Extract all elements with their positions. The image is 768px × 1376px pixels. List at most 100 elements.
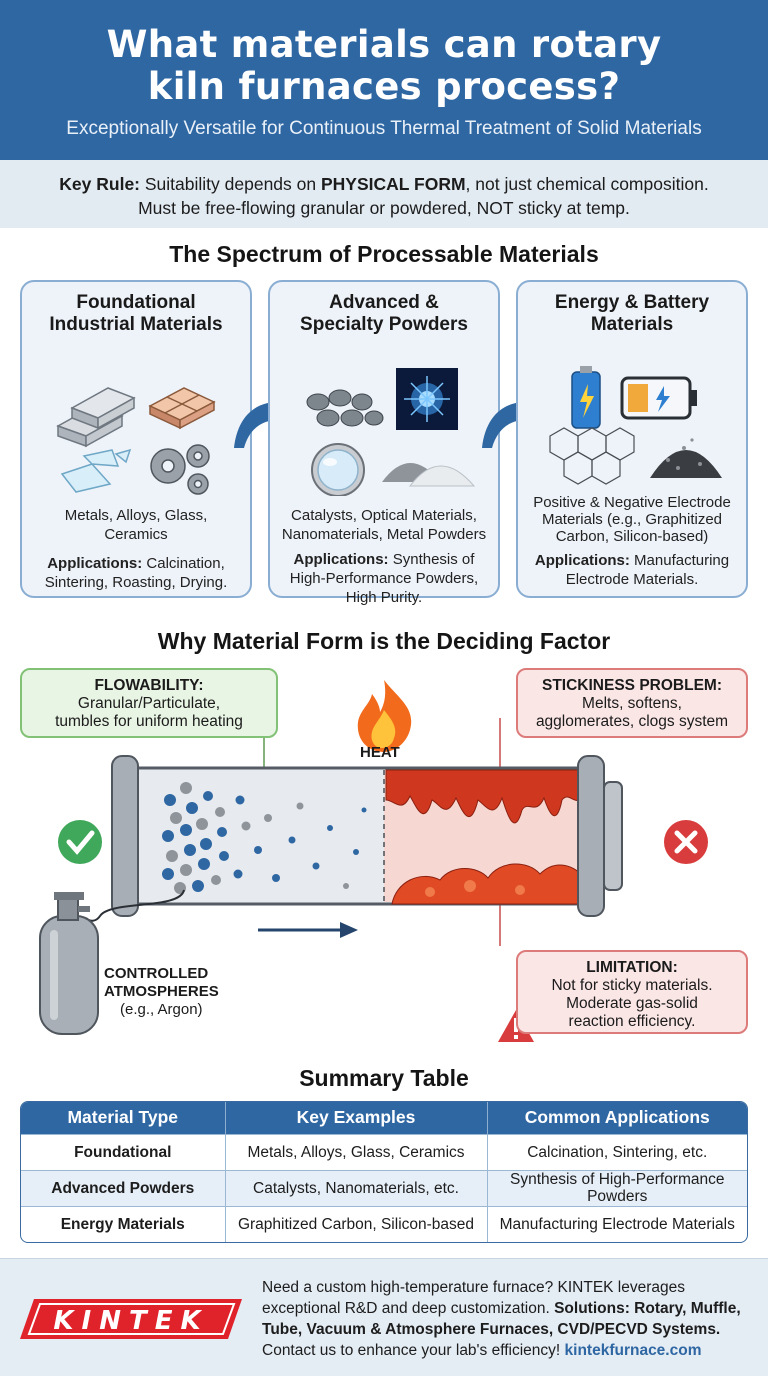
apps-text: Manufacturing Electrode Materials. xyxy=(565,552,730,588)
table-header-row: Material Type Key Examples Common Applic… xyxy=(21,1102,747,1134)
card-title-line: Foundational xyxy=(76,292,196,313)
x-icon xyxy=(664,820,708,864)
logo-text: KINTEK xyxy=(53,1306,208,1336)
metal-powder-icon xyxy=(382,463,476,487)
heat-label: HEAT xyxy=(360,744,400,761)
graphene-lattice-icon xyxy=(549,427,635,485)
table-cell: Energy Materials xyxy=(21,1205,226,1242)
summary-heading: Summary Table xyxy=(299,1065,469,1091)
stickiness-callout: STICKINESS PROBLEM: Melts, softens, aggl… xyxy=(516,668,748,738)
rotary-kiln-tube xyxy=(111,755,623,917)
card-title-line: Energy & Battery xyxy=(554,292,710,313)
callout-text: Melts, softens, xyxy=(582,695,682,712)
callout-text: Moderate gas-solid xyxy=(566,995,698,1012)
callout-text: Not for sticky materials. xyxy=(551,977,713,994)
catalyst-pellets-icon xyxy=(306,368,476,496)
footer-solutions: Solutions: Rotary, Muffle, Tube, Vacuum … xyxy=(262,1300,741,1338)
callout-title: LIMITATION: xyxy=(586,959,678,976)
atmosphere-label: CONTROLLED ATMOSPHERES (e.g., Argon) xyxy=(104,965,219,1019)
callout-text: reaction efficiency. xyxy=(568,1013,696,1030)
gas-cylinder-icon xyxy=(39,889,185,1035)
column-header: Common Applications xyxy=(487,1102,747,1134)
callout-text: tumbles for uniform heating xyxy=(55,713,243,730)
key-rule-label: Key Rule: xyxy=(59,174,141,194)
title-line-2: kiln furnaces process? xyxy=(147,65,621,108)
card-applications: Applications: Calcination, Sintering, Ro… xyxy=(22,554,250,592)
key-rule-emphasis: PHYSICAL FORM xyxy=(320,174,466,194)
card-icons xyxy=(22,336,250,506)
card-title: Energy & Battery Materials xyxy=(518,292,746,336)
check-icon xyxy=(58,820,102,864)
footer-line: Need a custom high-temperature furnace? … xyxy=(262,1279,686,1317)
flame-icon xyxy=(357,680,412,752)
footer-line: Contact us to enhance your lab's efficie… xyxy=(262,1342,565,1359)
card-foundational: Foundational Industrial Materials xyxy=(20,280,252,598)
footer-text: Need a custom high-temperature furnace? … xyxy=(262,1277,758,1361)
card-applications: Applications: Synthesis of High-Performa… xyxy=(270,550,498,607)
carbon-powder-icon xyxy=(650,438,722,478)
card-icons xyxy=(270,336,498,506)
page-subtitle: Exceptionally Versatile for Continuous T… xyxy=(66,118,702,139)
kiln-diagram xyxy=(39,680,708,1042)
card-energy: Energy & Battery Materials xyxy=(516,280,748,598)
apps-text: Synthesis of High-Performance Powders, H… xyxy=(289,551,479,606)
callout-text: Granular/Particulate, xyxy=(77,695,221,712)
card-title-line: Materials xyxy=(590,314,674,335)
card-materials: Positive & Negative Electrode Materials … xyxy=(533,494,731,545)
spectrum-heading: The Spectrum of Processable Materials xyxy=(169,241,599,267)
apps-text: Calcination, Sintering, Roasting, Drying… xyxy=(44,555,228,591)
ceramic-tiles-icon xyxy=(148,387,216,430)
key-rule-text: Suitability depends on xyxy=(140,174,321,194)
table-cell: Graphitized Carbon, Silicon-based xyxy=(225,1205,488,1242)
key-rule-text-end: , not just chemical composition. xyxy=(465,174,709,194)
table-cell: Manufacturing Electrode Materials xyxy=(487,1205,747,1242)
footer-link[interactable]: kintekfurnace.com xyxy=(564,1342,702,1359)
granular-particles xyxy=(162,782,367,894)
apps-label: Applications: xyxy=(293,551,389,568)
table-row: Advanced Powders Catalysts, Nanomaterial… xyxy=(21,1169,747,1206)
page-title: What materials can rotary kiln furnaces … xyxy=(0,0,768,108)
footer: KINTEK Need a custom high-temperature fu… xyxy=(0,1258,768,1376)
kintek-logo[interactable]: KINTEK xyxy=(20,1297,242,1341)
table-cell: Advanced Powders xyxy=(21,1169,226,1206)
gears-icon xyxy=(150,444,210,495)
card-title-line: Specialty Powders xyxy=(300,314,468,335)
title-line-1: What materials can rotary xyxy=(106,23,662,66)
table-cell: Foundational xyxy=(21,1133,226,1170)
key-rule-line-2: Must be free-flowing granular or powdere… xyxy=(138,198,630,218)
card-title-line: Advanced & xyxy=(329,292,439,313)
header: What materials can rotary kiln furnaces … xyxy=(0,0,768,160)
metal-ingots-icon xyxy=(56,387,216,495)
atmo-line: ATMOSPHERES xyxy=(104,983,219,1000)
key-rule-banner: Key Rule: Suitability depends on PHYSICA… xyxy=(0,160,768,228)
apps-label: Applications: xyxy=(47,555,143,572)
card-materials: Catalysts, Optical Materials, Nanomateri… xyxy=(281,507,487,543)
apps-label: Applications: xyxy=(534,552,630,569)
limitation-callout: LIMITATION: Not for sticky materials. Mo… xyxy=(516,950,748,1034)
table-row: Energy Materials Graphitized Carbon, Sil… xyxy=(21,1205,747,1242)
callout-title: STICKINESS PROBLEM: xyxy=(542,677,722,694)
optical-lens-icon xyxy=(311,443,365,496)
form-heading: Why Material Form is the Deciding Factor xyxy=(157,628,611,654)
card-applications: Applications: Manufacturing Electrode Ma… xyxy=(518,551,746,589)
callout-text: agglomerates, clogs system xyxy=(535,713,729,730)
table-cell: Catalysts, Nanomaterials, etc. xyxy=(225,1169,488,1206)
card-materials: Metals, Alloys, Glass, Ceramics xyxy=(64,507,208,543)
flow-direction-arrow xyxy=(258,922,358,938)
table-row: Foundational Metals, Alloys, Glass, Cera… xyxy=(21,1133,747,1170)
battery-icon xyxy=(549,366,722,485)
table-cell: Calcination, Sintering, etc. xyxy=(487,1133,747,1170)
end-cap-right xyxy=(577,755,605,917)
table-cell: Synthesis of High-Performance Powders xyxy=(487,1169,747,1206)
flowability-callout: FLOWABILITY: Granular/Particulate, tumbl… xyxy=(20,668,278,738)
glass-shards-icon xyxy=(60,448,132,493)
summary-table: Material Type Key Examples Common Applic… xyxy=(20,1101,748,1243)
end-cap-left xyxy=(111,755,139,917)
column-header: Key Examples xyxy=(225,1102,488,1134)
nanomaterial-icon xyxy=(396,368,458,430)
table-cell: Metals, Alloys, Glass, Ceramics xyxy=(225,1133,488,1170)
card-icons xyxy=(518,336,746,494)
atmo-line: CONTROLLED xyxy=(104,965,209,982)
card-title: Advanced & Specialty Powders xyxy=(270,292,498,336)
card-title: Foundational Industrial Materials xyxy=(22,292,250,336)
